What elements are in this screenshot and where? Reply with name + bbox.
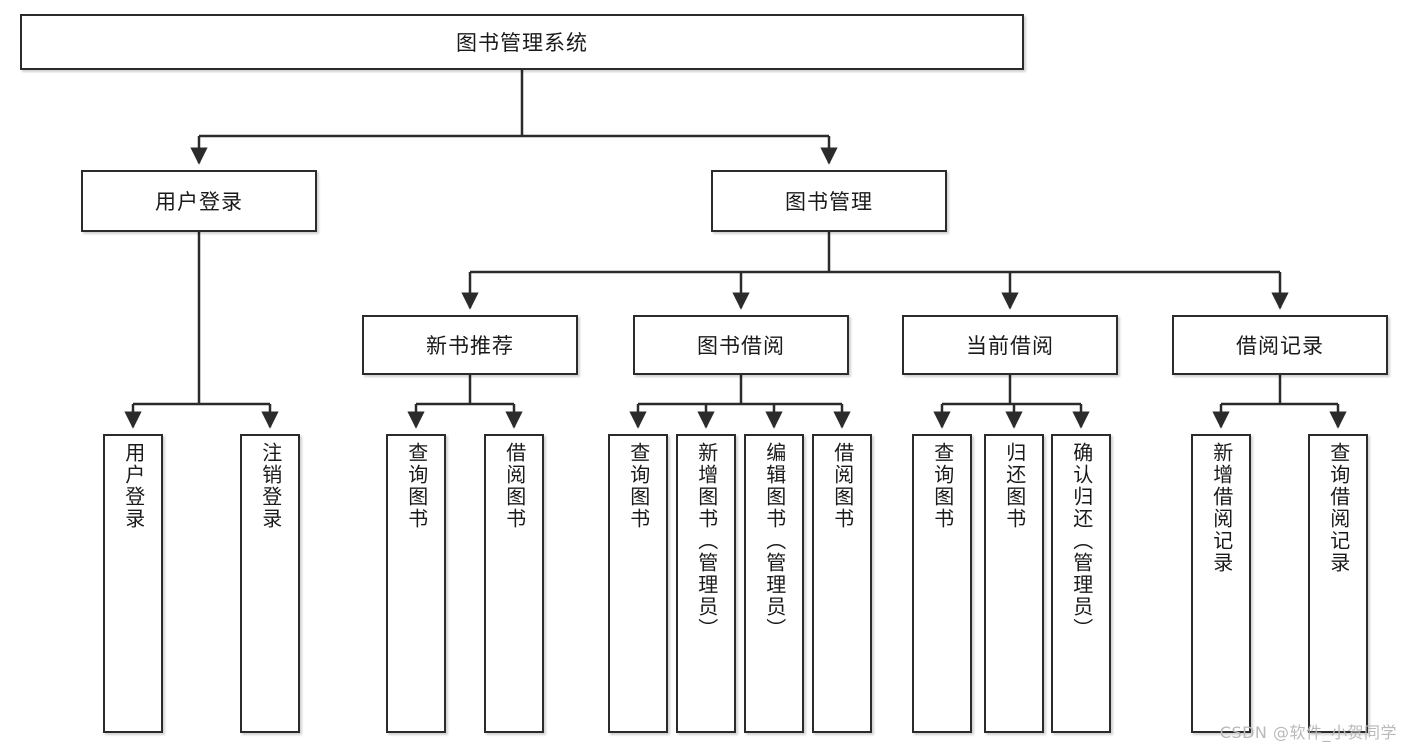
node-label: 查询借阅记录 xyxy=(1326,442,1351,574)
node-label: 用户登录 xyxy=(121,442,146,530)
node-book-borrow[interactable]: 图书借阅 xyxy=(633,315,849,375)
node-leaf-add-book-admin[interactable]: 新增图书（管理员） xyxy=(676,434,736,733)
node-leaf-query-book-recommend[interactable]: 查询图书 xyxy=(386,434,446,733)
node-label: 图书管理 xyxy=(785,190,873,214)
node-leaf-edit-book-admin[interactable]: 编辑图书（管理员） xyxy=(744,434,804,733)
node-label: 当前借阅 xyxy=(966,334,1054,358)
node-borrow-record[interactable]: 借阅记录 xyxy=(1172,315,1388,375)
node-label: 借阅图书 xyxy=(502,442,527,530)
node-label: 用户登录 xyxy=(155,190,243,214)
node-leaf-logout-login[interactable]: 注销登录 xyxy=(240,434,300,733)
node-new-book-recommend[interactable]: 新书推荐 xyxy=(362,315,578,375)
node-leaf-query-book-current[interactable]: 查询图书 xyxy=(912,434,972,733)
node-leaf-confirm-return-admin[interactable]: 确认归还（管理员） xyxy=(1051,434,1111,733)
node-label: 新增借阅记录 xyxy=(1209,442,1234,574)
node-label: 新书推荐 xyxy=(426,334,514,358)
node-label: 编辑图书（管理员） xyxy=(762,442,787,640)
csdn-watermark: CSDN @软件_小贺同学 xyxy=(1219,723,1397,742)
node-label: 图书借阅 xyxy=(697,334,785,358)
node-label: 图书管理系统 xyxy=(456,31,588,55)
node-label: 借阅图书 xyxy=(830,442,855,530)
node-leaf-add-borrow-record[interactable]: 新增借阅记录 xyxy=(1191,434,1251,733)
node-current-borrow[interactable]: 当前借阅 xyxy=(902,315,1118,375)
node-leaf-return-book[interactable]: 归还图书 xyxy=(984,434,1044,733)
node-leaf-borrow-book-recommend[interactable]: 借阅图书 xyxy=(484,434,544,733)
node-root-system[interactable]: 图书管理系统 xyxy=(20,14,1024,70)
node-label: 归还图书 xyxy=(1002,442,1027,530)
node-label: 借阅记录 xyxy=(1236,334,1324,358)
node-user-login[interactable]: 用户登录 xyxy=(81,170,317,232)
node-label: 确认归还（管理员） xyxy=(1069,442,1094,640)
node-label: 注销登录 xyxy=(258,442,283,530)
node-label: 新增图书（管理员） xyxy=(694,442,719,640)
node-label: 查询图书 xyxy=(626,442,651,530)
node-leaf-query-book-borrow[interactable]: 查询图书 xyxy=(608,434,668,733)
node-label: 查询图书 xyxy=(930,442,955,530)
node-leaf-user-login[interactable]: 用户登录 xyxy=(103,434,163,733)
node-leaf-borrow-book[interactable]: 借阅图书 xyxy=(812,434,872,733)
node-leaf-query-borrow-record[interactable]: 查询借阅记录 xyxy=(1308,434,1368,733)
node-label: 查询图书 xyxy=(404,442,429,530)
node-book-manage[interactable]: 图书管理 xyxy=(711,170,947,232)
